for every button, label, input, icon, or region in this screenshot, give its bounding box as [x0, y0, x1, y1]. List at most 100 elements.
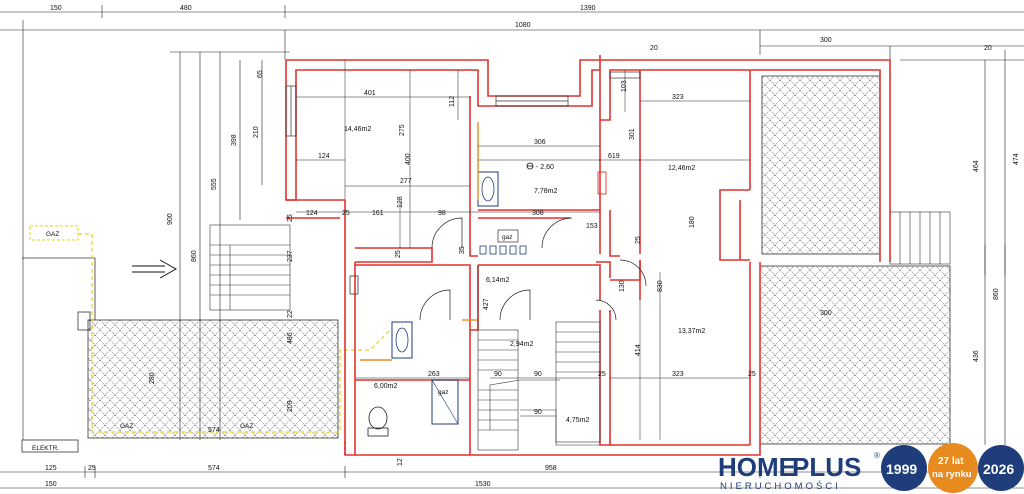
dim-inner-414: 414 [635, 344, 642, 356]
logo-name-plus: PLUS [792, 452, 861, 482]
dim-inner-400: 400 [405, 153, 412, 165]
bathtub-upper [477, 171, 499, 207]
bottom-dimension-lines [0, 466, 1024, 489]
logo-registered: ® [874, 451, 880, 460]
dim-inner-128: 128 [397, 196, 404, 208]
dim-inner-237: 237 [287, 250, 294, 262]
dim-bottom-125: 125 [45, 465, 57, 472]
gaz-inner-label-2: gaz [438, 389, 448, 396]
dim-inner-25d: 25 [598, 371, 606, 378]
dim-left-900: 900 [167, 213, 174, 225]
elevation-value: - 2,60 [536, 164, 554, 171]
badge-circle-years [928, 443, 978, 493]
room-area-2-94: 2,94m2 [510, 341, 533, 348]
gaz-inner-label-1: gaz [502, 234, 512, 241]
badge-circle-1999 [881, 445, 927, 491]
room-area-4-75: 4,75m2 [566, 417, 589, 424]
washbasin-lower [391, 321, 413, 359]
dim-inner-35: 35 [459, 246, 466, 254]
radiator-left [349, 275, 359, 295]
dim-inner-830: 830 [657, 280, 664, 292]
dim-inner-401: 401 [364, 90, 376, 97]
dim-right-464: 464 [973, 160, 980, 172]
doors [419, 217, 647, 321]
dim-bottom-574: 574 [208, 465, 220, 472]
logo-subtitle: NIERUCHOMOŚCI [720, 480, 841, 492]
elevation-marker: - 2,60 [526, 162, 554, 171]
toilet-icon [367, 406, 389, 437]
dim-top-1080: 1080 [515, 22, 531, 29]
dim-left-555: 555 [211, 178, 218, 190]
dim-right-474: 474 [1013, 153, 1020, 165]
gas-line [78, 233, 391, 433]
dim-inner-130: 130 [619, 280, 626, 292]
dim-inner-323a: 323 [672, 371, 684, 378]
gaz-box-label: GAZ [46, 231, 59, 238]
dim-inner-574: 574 [208, 427, 220, 434]
dim-right-436: 436 [973, 350, 980, 362]
dim-inner-25c: 25 [287, 214, 294, 222]
walls [285, 55, 891, 456]
dim-top-480: 480 [180, 5, 192, 12]
dim-left-65: 65 [257, 70, 264, 78]
gas-line-label-1: GAZ [120, 423, 133, 430]
dim-inner-90a: 90 [494, 371, 502, 378]
dim-inner-280: 280 [149, 372, 156, 384]
dim-right-860: 860 [993, 288, 1000, 300]
dim-inner-306: 306 [534, 139, 546, 146]
dim-top-300: 300 [820, 37, 832, 44]
gas-line-label-2: GAZ [240, 423, 253, 430]
top-dimension-lines [0, 5, 1024, 60]
dim-inner-180: 180 [689, 216, 696, 228]
external-stairs-right [889, 211, 951, 265]
room-area-14-46: 14,46m2 [344, 126, 371, 133]
windows [285, 71, 641, 137]
dim-inner-209: 209 [287, 400, 294, 412]
dim-top-150: 150 [50, 5, 62, 12]
gaz-inner-box-1: gaz [497, 229, 519, 243]
hatched-area-bottom-right [759, 265, 951, 445]
homeplus-logo: HOME PLUS ® NIERUCHOMOŚCI [718, 451, 880, 492]
radiator-kitchen [597, 171, 607, 195]
dim-inner-25b: 25 [395, 250, 402, 258]
badge-years-line1: 27 lat [938, 456, 964, 467]
dim-inner-263: 263 [428, 371, 440, 378]
dim-top-20a: 20 [650, 45, 658, 52]
right-dimension-lines [900, 50, 1024, 445]
badge-years-line2: na rynku [932, 469, 972, 480]
dim-inner-300: 300 [820, 310, 832, 317]
dim-inner-25e: 25 [748, 371, 756, 378]
hatched-terrace-left [87, 319, 339, 439]
dim-inner-486: 486 [287, 332, 294, 344]
dim-inner-323b: 323 [672, 94, 684, 101]
inner-staircase [477, 321, 601, 451]
dim-inner-161: 161 [372, 210, 384, 217]
inner-dimension-lines [296, 60, 750, 440]
dim-inner-103: 103 [621, 80, 628, 92]
dim-bottom-958: 958 [545, 465, 557, 472]
badge-year-start: 1999 [886, 461, 917, 477]
dim-inner-90b: 90 [534, 371, 542, 378]
badge-circle-2026 [978, 445, 1024, 491]
room-area-7-78: 7,78m2 [534, 188, 557, 195]
room-area-13-37: 13,37m2 [678, 328, 705, 335]
dim-left-210: 210 [253, 126, 260, 138]
dim-inner-619: 619 [608, 153, 620, 160]
dim-inner-124b: 124 [306, 210, 318, 217]
dim-inner-308a: 308 [532, 210, 544, 217]
dim-bottom-25: 25 [88, 465, 96, 472]
dim-inner-90c: 90 [534, 409, 542, 416]
entrance-arrow-icon [132, 259, 178, 279]
dim-inner-25a: 25 [342, 210, 350, 217]
dim-inner-275: 275 [399, 124, 406, 136]
dim-inner-301: 301 [629, 128, 636, 140]
dim-inner-112: 112 [449, 96, 456, 107]
elektr-label: ELEKTR. [32, 445, 59, 452]
hatched-area-top-right [761, 75, 881, 255]
dim-top-1390: 1390 [580, 5, 596, 12]
entrance-stairs [209, 224, 291, 311]
dim-left-398: 398 [231, 134, 238, 146]
anniversary-badge: 1999 27 lat na rynku 2026 [881, 443, 1024, 493]
gaz-meter-box: GAZ [22, 225, 96, 331]
